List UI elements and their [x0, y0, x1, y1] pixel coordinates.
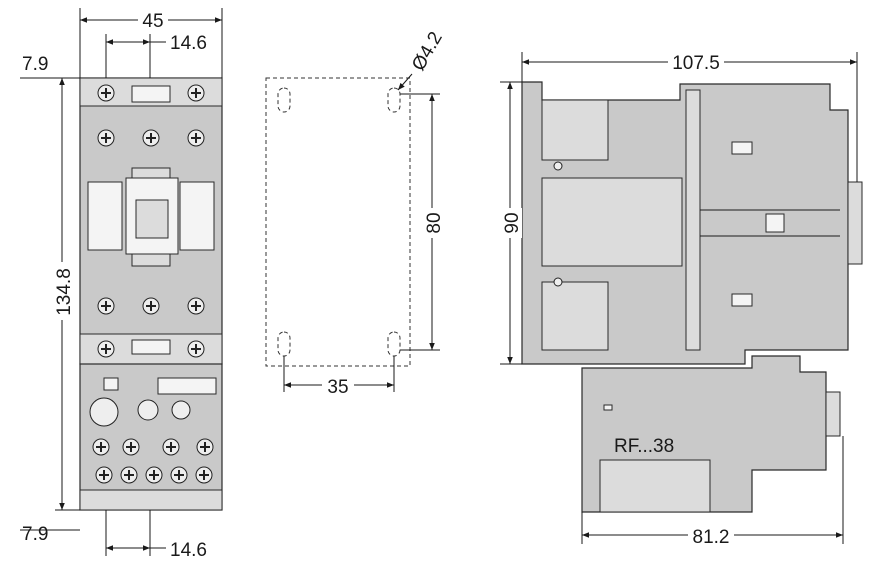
mounting-pattern: Ø4.2 80 35 — [265, 28, 447, 398]
side-dimensions: 107.5 90 81.2 — [500, 50, 858, 548]
bottom-spacing-label: 14.6 — [170, 540, 207, 561]
vertical-spacing-label: 80 — [424, 212, 445, 233]
side-view: RF...38 — [521, 81, 863, 513]
front-dimensions: 45 14.6 7.9 134.8 7.9 14.6 — [20, 8, 223, 561]
front-height-label: 134.8 — [54, 268, 75, 316]
top-spacing-label: 14.6 — [170, 33, 207, 54]
front-view — [79, 77, 223, 511]
bottom-offset-label: 7.9 — [22, 524, 48, 545]
horizontal-spacing-label: 35 — [327, 377, 348, 398]
depth-label: 107.5 — [672, 53, 720, 74]
hole-diameter-label: Ø4.2 — [408, 28, 447, 74]
relay-depth-label: 81.2 — [693, 527, 730, 548]
side-height-label: 90 — [502, 212, 523, 233]
relay-label: RF...38 — [614, 436, 674, 457]
top-offset-label: 7.9 — [22, 54, 48, 75]
front-width-label: 45 — [142, 11, 163, 32]
